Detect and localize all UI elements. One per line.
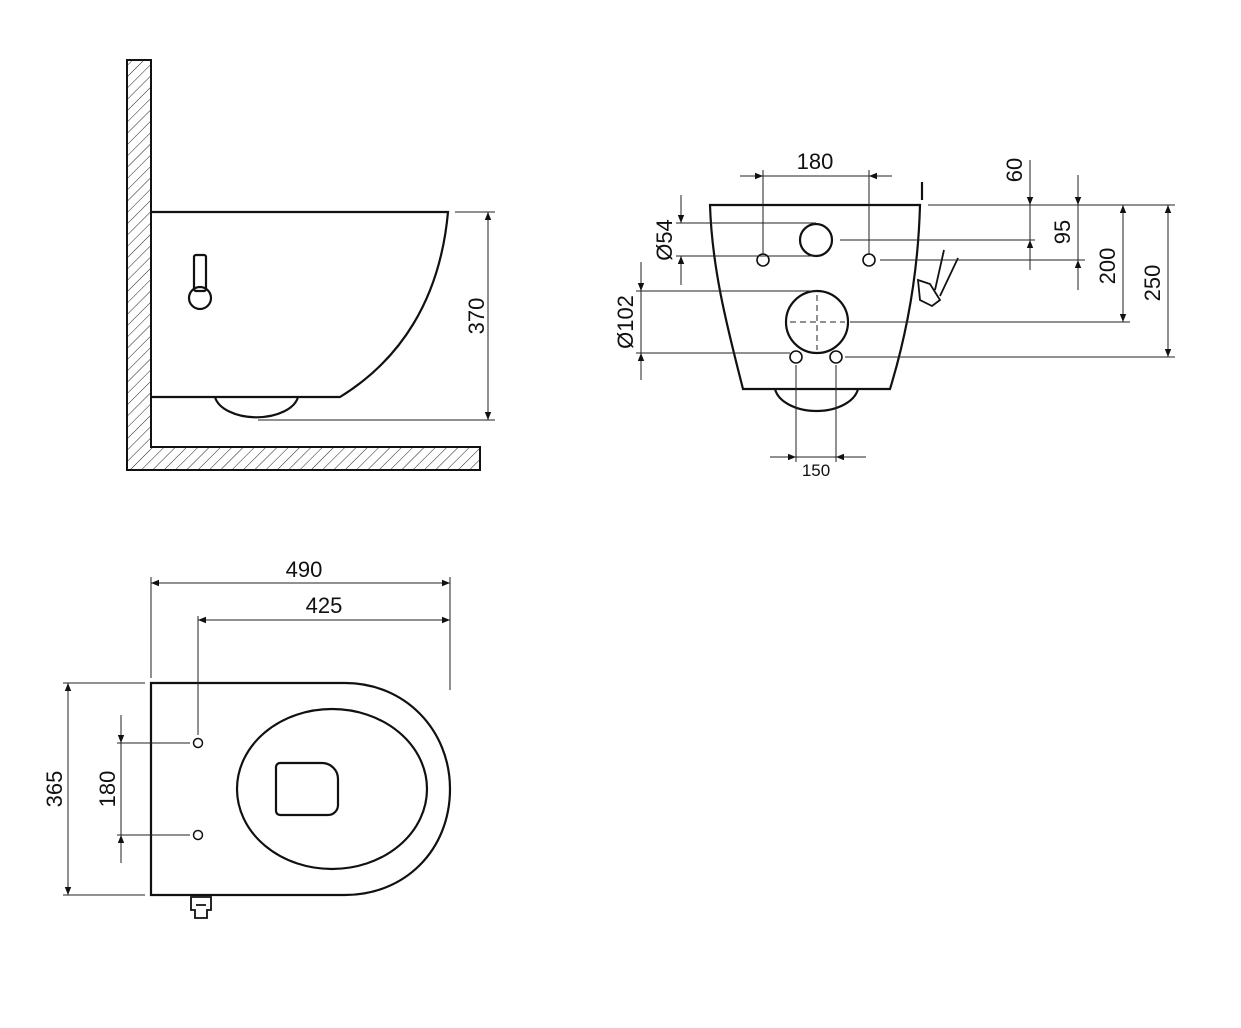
bowl-rim [235, 707, 429, 871]
outlet-bulge [773, 388, 860, 413]
dim-180-top: 180 [95, 771, 120, 808]
dim-dia-54: Ø54 [652, 219, 677, 261]
dim-200: 200 [1095, 248, 1120, 285]
side-view: 370 [126, 59, 495, 471]
bowl-profile [151, 210, 450, 399]
front-view: 180 60 95 200 250 Ø54 Ø102 150 [613, 149, 1175, 480]
mounting-holes [756, 253, 876, 364]
water-inlet-fitting-icon [190, 896, 212, 919]
flush-lever-icon [192, 253, 208, 293]
water-inlet-fitting-icon [916, 249, 959, 308]
mounting-holes [192, 737, 204, 841]
dim-370: 370 [464, 298, 489, 335]
dim-150: 150 [802, 461, 830, 480]
small-pipe-hole [798, 222, 834, 258]
top-view: 490 425 365 180 [42, 557, 452, 919]
bowl-opening [274, 761, 340, 817]
dim-490: 490 [286, 557, 323, 582]
dim-dia-102: Ø102 [613, 295, 638, 349]
dim-425: 425 [306, 593, 343, 618]
dim-365: 365 [42, 771, 67, 808]
bowl-top-outline [149, 681, 452, 897]
dim-95: 95 [1050, 220, 1075, 244]
outlet-bulge [213, 396, 300, 419]
flush-knob-icon [187, 285, 213, 311]
bowl-back-outline [708, 203, 922, 391]
dim-60: 60 [1002, 158, 1027, 182]
dim-180-front: 180 [797, 149, 834, 174]
wall-hatch [126, 59, 481, 471]
dim-250: 250 [1140, 265, 1165, 302]
